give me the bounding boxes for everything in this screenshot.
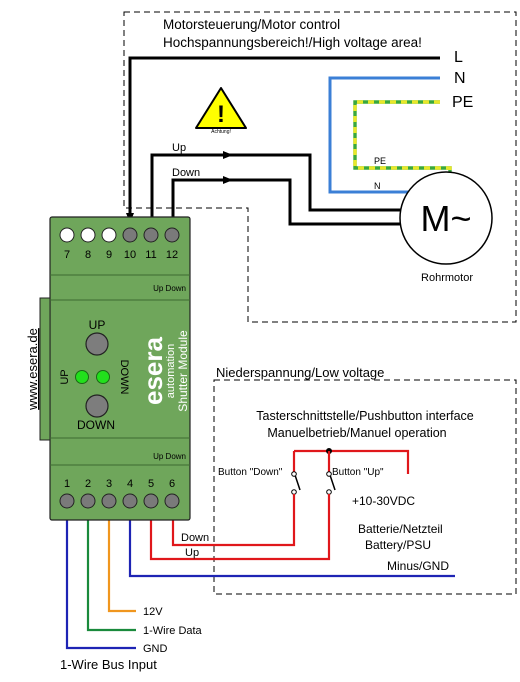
up-button[interactable]	[85, 332, 109, 356]
terminal-label-10: 10	[124, 249, 136, 261]
led-down	[96, 370, 110, 384]
terminal-label-9: 9	[106, 249, 112, 261]
wire-label-down: Down	[172, 167, 200, 179]
down-button[interactable]	[85, 394, 109, 418]
motor-symbol	[399, 171, 493, 265]
motor-label: M~	[420, 198, 471, 239]
high-voltage-title-2: Hochspannungsbereich!/High voltage area!	[163, 35, 422, 50]
up-down-label-top: Up Down	[153, 284, 186, 293]
terminal-1	[59, 493, 75, 509]
button-down-label: Button "Down"	[218, 467, 283, 478]
warning-caption: Achtung!	[211, 129, 231, 135]
wire-l	[126, 56, 440, 223]
warning-icon: ! Achtung!	[195, 87, 247, 135]
battery-label-1: Batterie/Netzteil	[358, 522, 443, 536]
terminal-3	[101, 493, 117, 509]
line-label-pe: PE	[452, 94, 473, 111]
line-label-l: L	[454, 49, 463, 66]
wire-button-down	[169, 494, 296, 547]
website-link[interactable]: www.esera.de	[25, 328, 40, 411]
warning-mark: !	[217, 101, 225, 128]
line-label-n: N	[454, 70, 466, 87]
shutter-module	[39, 216, 191, 521]
wire-label-pe: PE	[374, 156, 386, 166]
brand-block: esera automation Shutter Module	[138, 330, 190, 412]
up-down-label-bottom: Up Down	[153, 452, 186, 461]
terminal-8	[80, 227, 96, 243]
terminal-label-6: 6	[169, 478, 175, 490]
wire-label-n: N	[374, 181, 381, 191]
wire-down-to-motor	[171, 178, 404, 226]
high-voltage-title-1: Motorsteuerung/Motor control	[163, 17, 340, 32]
wire-one-wire-data	[84, 507, 136, 632]
led-up-label: UP	[89, 318, 106, 332]
terminal-label-7: 7	[64, 249, 70, 261]
wire-pe-stripe	[353, 100, 452, 178]
minus-gnd-label: Minus/GND	[387, 559, 449, 573]
supply-voltage-label: +10-30VDC	[352, 494, 415, 508]
motor-caption: Rohrmotor	[421, 272, 473, 284]
terminal-label-12: 12	[166, 249, 178, 261]
bus-12v-label: 12V	[143, 606, 163, 618]
led-down-label: DOWN	[77, 418, 115, 432]
terminal-4	[122, 493, 138, 509]
wire-button-up	[147, 494, 331, 561]
low-voltage-title: Niederspannung/Low voltage	[216, 365, 384, 380]
terminal-10	[122, 227, 138, 243]
terminal-2	[80, 493, 96, 509]
brand-sub: automation	[165, 344, 177, 398]
button-up-label: Button "Up"	[332, 467, 384, 478]
bus-data-label: 1-Wire Data	[143, 625, 203, 637]
wire-label-low-up: Up	[185, 547, 199, 559]
high-voltage-area-border	[123, 11, 517, 323]
wire-12v	[105, 507, 136, 613]
terminal-label-1: 1	[64, 478, 70, 490]
terminal-label-8: 8	[85, 249, 91, 261]
bus-gnd-label: GND	[143, 643, 168, 655]
terminal-label-3: 3	[106, 478, 112, 490]
wire-n	[328, 76, 440, 194]
terminal-label-2: 2	[85, 478, 91, 490]
bus-input-title: 1-Wire Bus Input	[60, 657, 157, 672]
wire-label-up: Up	[172, 142, 186, 154]
wire-up-to-motor	[150, 153, 404, 222]
terminal-label-11: 11	[145, 249, 156, 261]
brand-name: esera	[138, 336, 168, 404]
terminal-12	[164, 227, 180, 243]
led-up	[75, 370, 89, 384]
pushbutton-interface-label: Tasterschnittstelle/Pushbutton interface	[256, 409, 474, 423]
wire-minus-gnd	[126, 507, 455, 578]
manual-operation-label: Manuelbetrieb/Manuel operation	[267, 426, 446, 440]
wire-gnd	[63, 507, 136, 650]
terminal-label-4: 4	[127, 478, 133, 490]
terminal-5	[143, 493, 159, 509]
low-voltage-area-border	[213, 379, 517, 595]
bottom-terminals	[59, 493, 180, 509]
battery-label-2: Battery/PSU	[365, 538, 431, 552]
button-down-switch	[291, 471, 301, 495]
top-terminals	[59, 227, 180, 243]
terminal-6	[164, 493, 180, 509]
terminal-7	[59, 227, 75, 243]
wire-label-low-down: Down	[181, 532, 209, 544]
led-left-up-label: UP	[59, 369, 71, 384]
terminal-11	[143, 227, 159, 243]
product-name: Shutter Module	[176, 330, 190, 412]
terminal-9	[101, 227, 117, 243]
led-right-down-label: DOWN	[118, 360, 130, 395]
terminal-label-5: 5	[148, 478, 154, 490]
